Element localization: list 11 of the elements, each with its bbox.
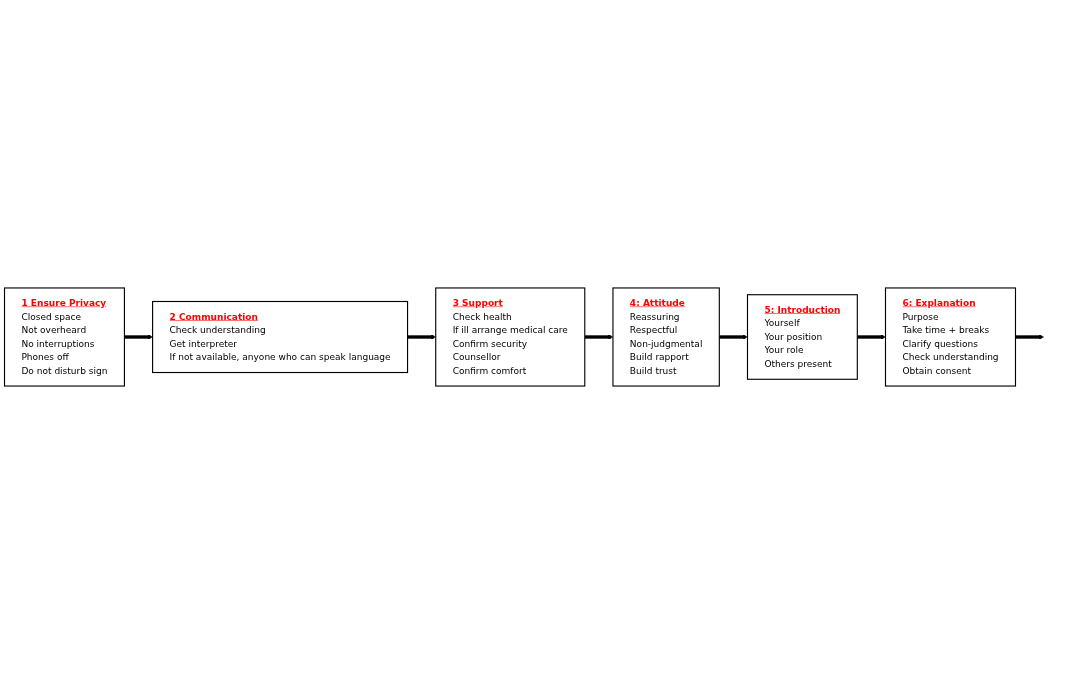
- arrow: [857, 334, 886, 340]
- process-box: 3 Support Check health If ill arrange medical care Confirm security Counsellor Confirm comfort: [435, 287, 586, 387]
- process-box: 1 Ensure Privacy Closed space Not overheard No interruptions Phones off Do not disturb sign: [3, 287, 125, 387]
- arrow: [719, 334, 748, 340]
- process-box: 4: Attitude Reassuring Respectful Non-judgmental Build rapport Build trust: [612, 287, 720, 387]
- arrow: [124, 334, 153, 340]
- process-box: 5: Introduction Yourself Your position Your role Others present: [746, 294, 858, 380]
- process-box: 2 Communication Check understanding Get interpreter If not available, anyone who can speak language: [152, 300, 409, 374]
- arrow: [407, 334, 436, 340]
- arrow: [1015, 334, 1044, 340]
- process-box: 6: Explanation Purpose Take time + breaks Clarify questions Check understanding Obtain consent: [884, 287, 1017, 387]
